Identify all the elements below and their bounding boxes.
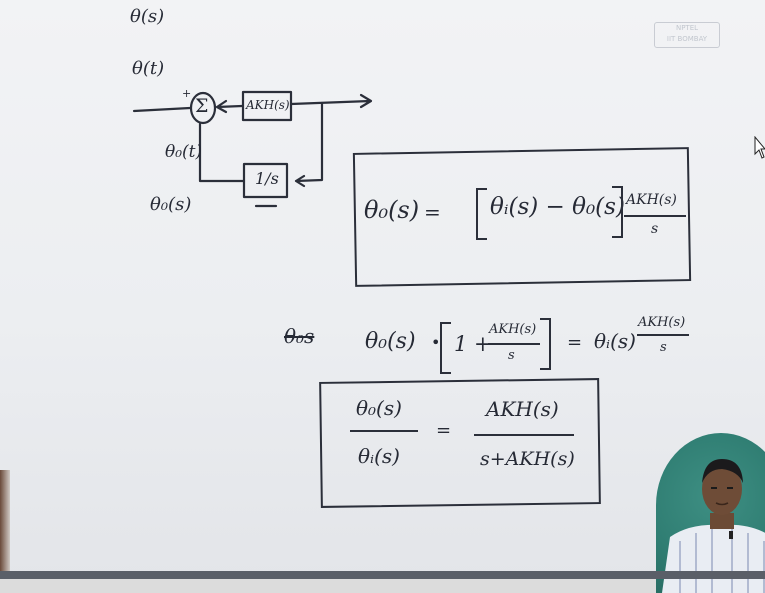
equation2-bracket-one: 1 + <box>454 332 492 356</box>
equation1-frac-line <box>624 215 686 217</box>
equation2-rhs: θᵢ(s) <box>594 329 636 353</box>
equation3-rhs-frac-line <box>474 434 574 436</box>
summer-plus-sign: + <box>182 87 192 100</box>
equation1-lhs: θ₀(s) <box>364 196 420 224</box>
channel-logo: NPTEL IIT BOMBAY <box>654 22 720 48</box>
logo-line-1: NPTEL <box>675 24 699 32</box>
equation1-equals: = <box>424 200 441 224</box>
equation2-frac-line <box>488 343 540 345</box>
feedback-block-label: 1/s <box>255 169 279 188</box>
equation2-equals: = <box>567 332 583 353</box>
presenter-figure <box>662 459 765 593</box>
equation3-lhs-den: θᵢ(s) <box>358 444 400 468</box>
forward-block-label: AKH(s) <box>246 98 290 112</box>
equation3-rhs-num: AKH(s) <box>486 397 559 421</box>
equation2-bracket-left <box>440 322 451 374</box>
equation3-lhs-num: θ₀(s) <box>356 396 402 420</box>
frame-left-edge <box>0 470 10 571</box>
logo-line-2: IIT BOMBAY <box>666 35 708 43</box>
equation1-bracket-right <box>612 186 623 238</box>
input-label-s: θ(s) <box>130 6 165 27</box>
equation1-frac-den: s <box>651 221 659 237</box>
input-label-t: θ(t) <box>132 58 165 79</box>
equation2-frac-den: s <box>508 348 515 363</box>
equation2-prefix: θ₀s <box>284 324 315 348</box>
equation2-rhs-frac-den: s <box>660 340 667 355</box>
equation2-times: • <box>431 333 441 352</box>
equation3-lhs-frac-line <box>350 430 418 432</box>
equation3-equals: = <box>436 420 452 441</box>
equation2-bracket-right <box>540 318 551 370</box>
mouse-cursor-icon <box>754 136 765 159</box>
equation1-frac-num: AKH(s) <box>626 192 677 208</box>
equation2-rhs-frac-num: AKH(s) <box>638 315 686 330</box>
summer-symbol: Σ <box>195 95 209 117</box>
frame-bottom-edge <box>0 571 765 579</box>
block-diagram-lines <box>132 90 373 208</box>
presenter-video-inset <box>656 433 765 593</box>
equation2-lhs: θ₀(s) <box>365 329 416 354</box>
equation2-rhs-frac-line <box>637 334 689 336</box>
equation3-rhs-den: s+AKH(s) <box>480 448 575 470</box>
equation1-bracket-content: θᵢ(s) − θ₀(s) <box>490 194 625 220</box>
equation2-frac-num: AKH(s) <box>489 322 537 337</box>
output-label-t: θ₀(t) <box>165 142 203 162</box>
equation1-bracket-left <box>476 188 487 240</box>
output-label-s: θ₀(s) <box>150 194 192 215</box>
